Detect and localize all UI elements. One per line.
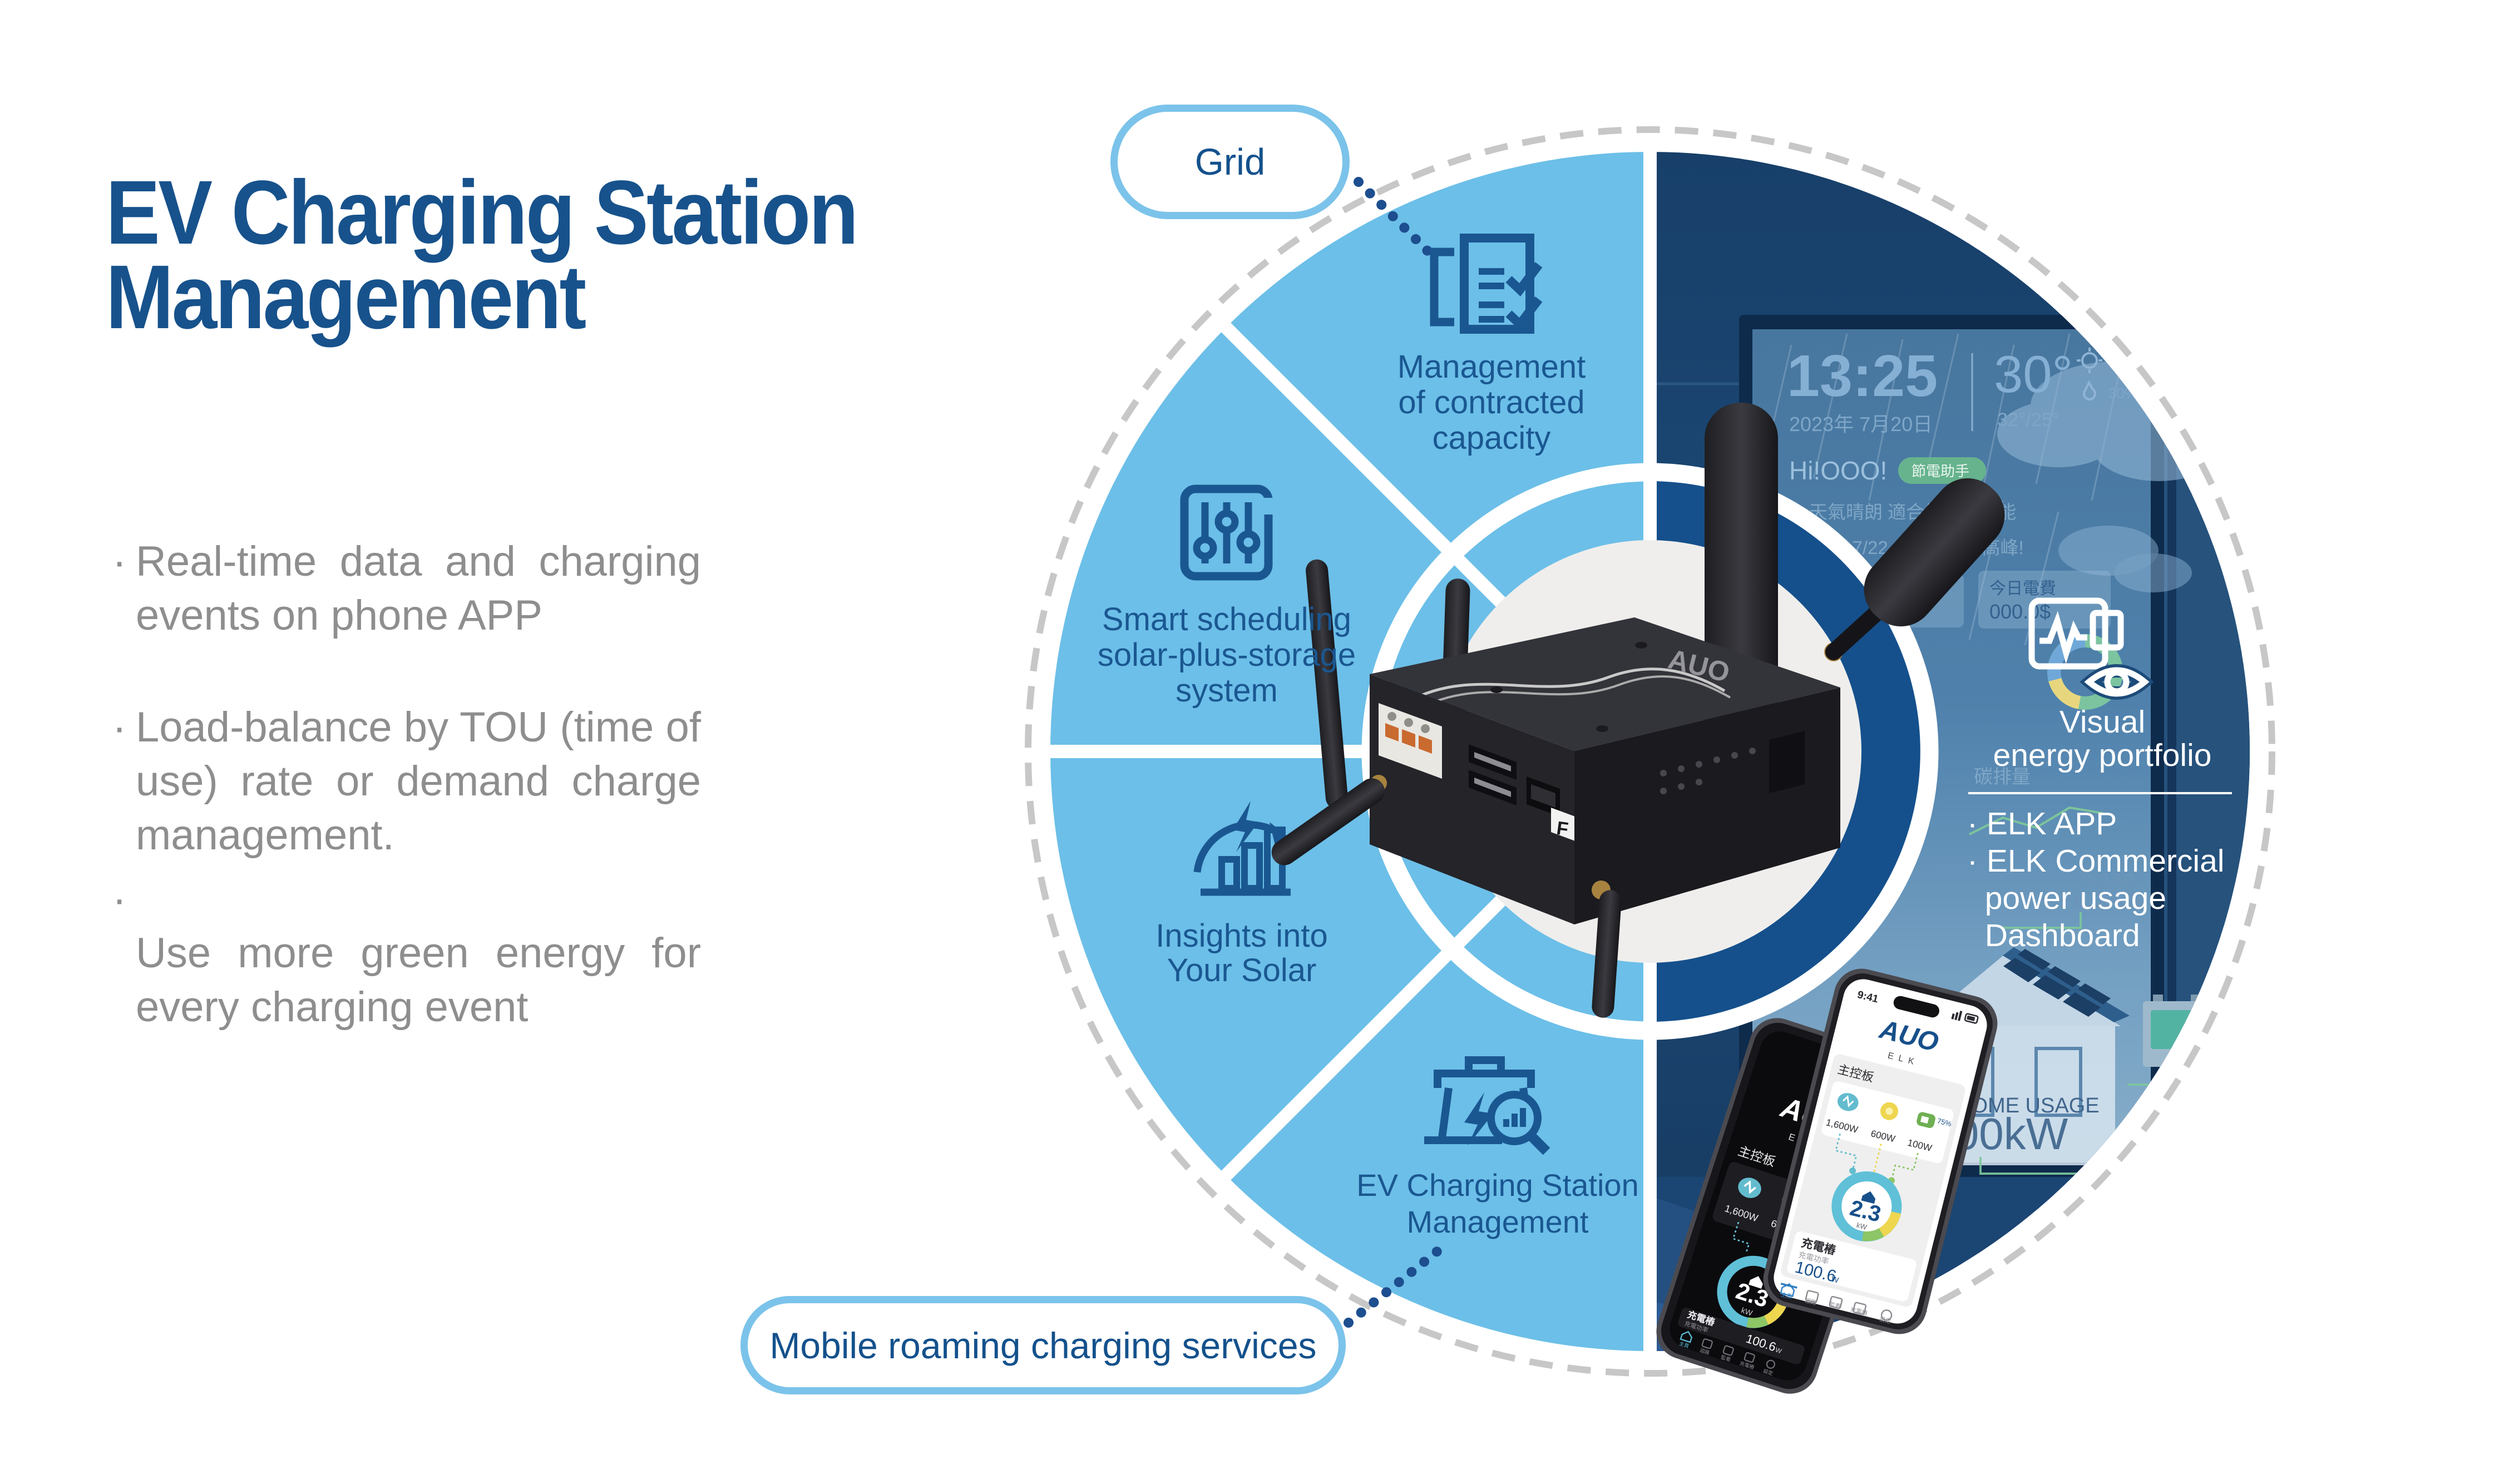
portfolio-title: Visual energy portfolio — [1993, 704, 2212, 773]
checklist-icon — [1430, 234, 1543, 334]
grid-dotted-connector — [1354, 177, 1436, 259]
photo-date: 2023年 7月20日 — [1789, 413, 1933, 436]
sector-label-management: Management of contracted capacity — [1397, 349, 1586, 456]
sector-label-ev-charging: EV Charging Station Management — [1356, 1168, 1639, 1239]
grid-pill-label: Grid — [1194, 141, 1266, 183]
sector-label-insights: Insights into Your Solar — [1155, 918, 1328, 988]
bullet-text: Real-time data and charging events on ph… — [136, 538, 701, 639]
photo-temp-range: 32°/25° — [1997, 409, 2059, 431]
dashboard-card2-label: 今日電費 — [1989, 580, 2056, 598]
portfolio-items: · ELK APP · ELK Commercial power usage D… — [1967, 806, 2225, 953]
white-phone-tab-home[interactable]: 主頁 — [1780, 1292, 1792, 1301]
bullet-item: · Load-balance by TOU (time of use) rate… — [112, 700, 701, 862]
battery-label: BATTERY — [2141, 1090, 2221, 1110]
black-phone-tabbar[interactable]: 主頁 迴路 監看 充電樁 設定 — [1678, 1330, 1777, 1377]
router-product-photo: AUO F — [1271, 403, 2005, 1018]
bullet-text: Use more green energy for every charging… — [136, 929, 701, 1031]
bullet-item: · Real-time data and charging events on … — [112, 535, 701, 642]
black-phone-gauge-unit: kW — [1740, 1305, 1754, 1318]
bullet-item: · — [112, 872, 701, 926]
bullet-item: Use more green energy for every charging… — [112, 926, 701, 1034]
mobile-pill-label: Mobile roaming charging services — [769, 1324, 1317, 1366]
wheel-inner-ring-right — [1650, 481, 1920, 1022]
bullet-marker: · — [112, 704, 127, 751]
grid-pill: Grid — [1110, 105, 1350, 219]
white-phone-tab-settings[interactable]: 設定 — [1879, 1315, 1892, 1325]
white-phone: 9:41 AUO ELK 主控板 75% 1,600W 600W 100W — [1763, 968, 1998, 1334]
solar-value: 0.00kW — [2075, 888, 2143, 911]
dashboard-card2-value: 000.0$ — [1989, 600, 2051, 623]
page-title: EV Charging Station Management — [106, 161, 858, 348]
sliders-icon — [1180, 484, 1274, 581]
photo-greeting: Hi!OOO! — [1789, 456, 1887, 485]
greeting-badge-label: 節電助手 — [1912, 463, 1969, 479]
white-phone-charger-card-unit: W — [1830, 1274, 1840, 1285]
sector-label-smart-scheduling: Smart scheduling solar-plus-storage syst… — [1097, 601, 1356, 709]
portfolio-divider — [1968, 792, 2232, 794]
white-phone-gauge-unit: kW — [1856, 1221, 1869, 1231]
bullet-text: Load-balance by TOU (time of use) rate o… — [136, 704, 701, 859]
home-usage-label: HOME USAGE — [1956, 1094, 2100, 1117]
ev-charger-icon — [1424, 1056, 1550, 1155]
photo-time: 13:25 — [1787, 343, 1938, 409]
bullet-marker: · — [112, 538, 127, 585]
black-phone-tab-settings[interactable]: 設定 — [1762, 1368, 1774, 1377]
black-phone-tab-circuits[interactable]: 迴路 — [1699, 1347, 1711, 1356]
photo-temp: 30° — [1994, 345, 2073, 403]
black-phone-tab-home[interactable]: 主頁 — [1678, 1340, 1690, 1349]
white-phone-battery-badge: 75% — [1937, 1116, 1953, 1128]
white-phone-tab-circuits[interactable]: 迴路 — [1804, 1297, 1818, 1307]
phone-tabbar[interactable] — [1779, 1282, 1893, 1321]
photo-weather-stat2: 30% — [2108, 385, 2137, 402]
white-phone-tab-monitor[interactable]: 監看 — [1829, 1300, 1842, 1310]
visual-energy-icon — [2028, 597, 2154, 700]
mobile-dotted-connector — [1344, 1244, 1445, 1328]
mobile-roaming-pill: Mobile roaming charging services — [740, 1296, 1346, 1394]
bullet-list: · Real-time data and charging events on … — [112, 535, 701, 1034]
photo-co2-label: 碳排量 — [1974, 766, 2031, 788]
black-phone-tab-monitor[interactable]: 監看 — [1720, 1354, 1732, 1363]
solar-label: SOLAR — [2082, 872, 2135, 889]
photo-weather-stat1: 5W/m² — [2108, 354, 2151, 370]
bullet-marker: · — [112, 875, 127, 923]
dashed-outline-circle — [1025, 126, 2275, 1377]
black-phone-charger-card-unit: W — [1774, 1346, 1783, 1356]
greeting-badge — [1898, 457, 1986, 484]
